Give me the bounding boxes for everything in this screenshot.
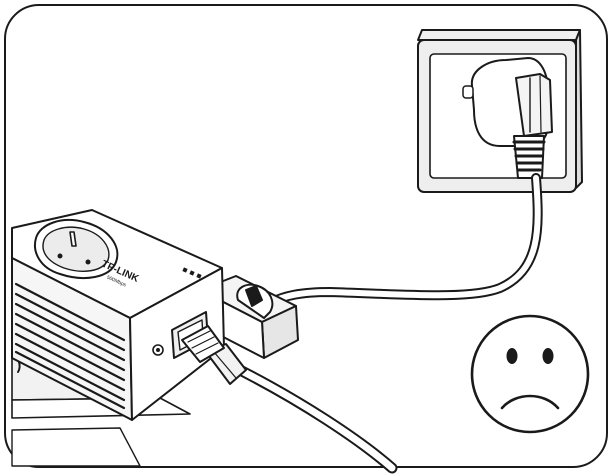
- ethernet-cable: [181, 325, 398, 474]
- power-cable: [267, 173, 543, 307]
- left-eye: [506, 348, 518, 364]
- vent-slots: [14, 282, 126, 410]
- status-leds: [182, 267, 202, 279]
- right-eye: [542, 348, 554, 364]
- frown: [500, 394, 560, 410]
- sad-face-icon: [470, 314, 590, 434]
- powerline-adapter: [11, 209, 225, 421]
- wall-plug: [462, 57, 553, 179]
